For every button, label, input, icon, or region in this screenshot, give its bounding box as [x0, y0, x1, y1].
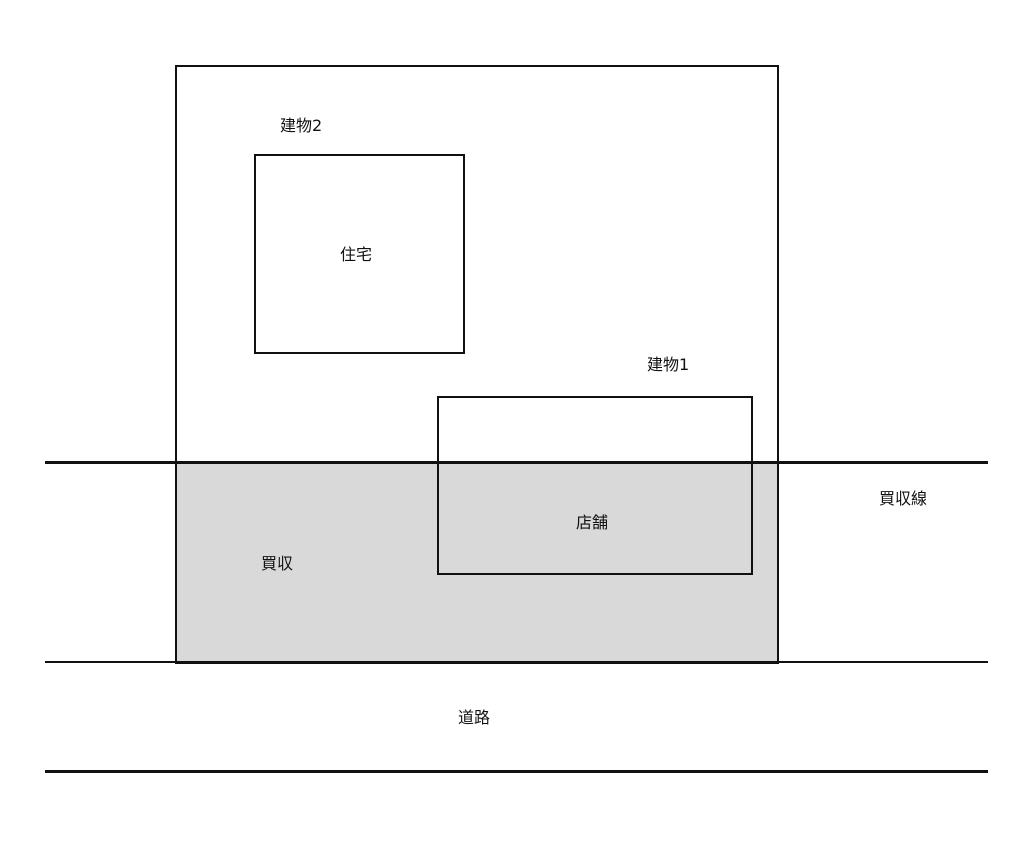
building-2-residence — [254, 154, 465, 354]
lot-boundary — [175, 65, 779, 664]
shop-label: 店舗 — [576, 513, 609, 532]
acquisition-area — [177, 464, 777, 662]
acquisition-label: 買収 — [261, 554, 294, 573]
building-1-label: 建物1 — [647, 355, 690, 374]
building-1-shop — [437, 396, 753, 575]
road-label: 道路 — [458, 708, 491, 727]
acquisition-line-label: 買収線 — [879, 489, 928, 508]
residence-label: 住宅 — [340, 245, 373, 264]
road-edge-top — [45, 661, 988, 663]
building-2-label: 建物2 — [280, 116, 323, 135]
acquisition-line — [45, 461, 988, 464]
road-edge-bottom — [45, 770, 988, 773]
